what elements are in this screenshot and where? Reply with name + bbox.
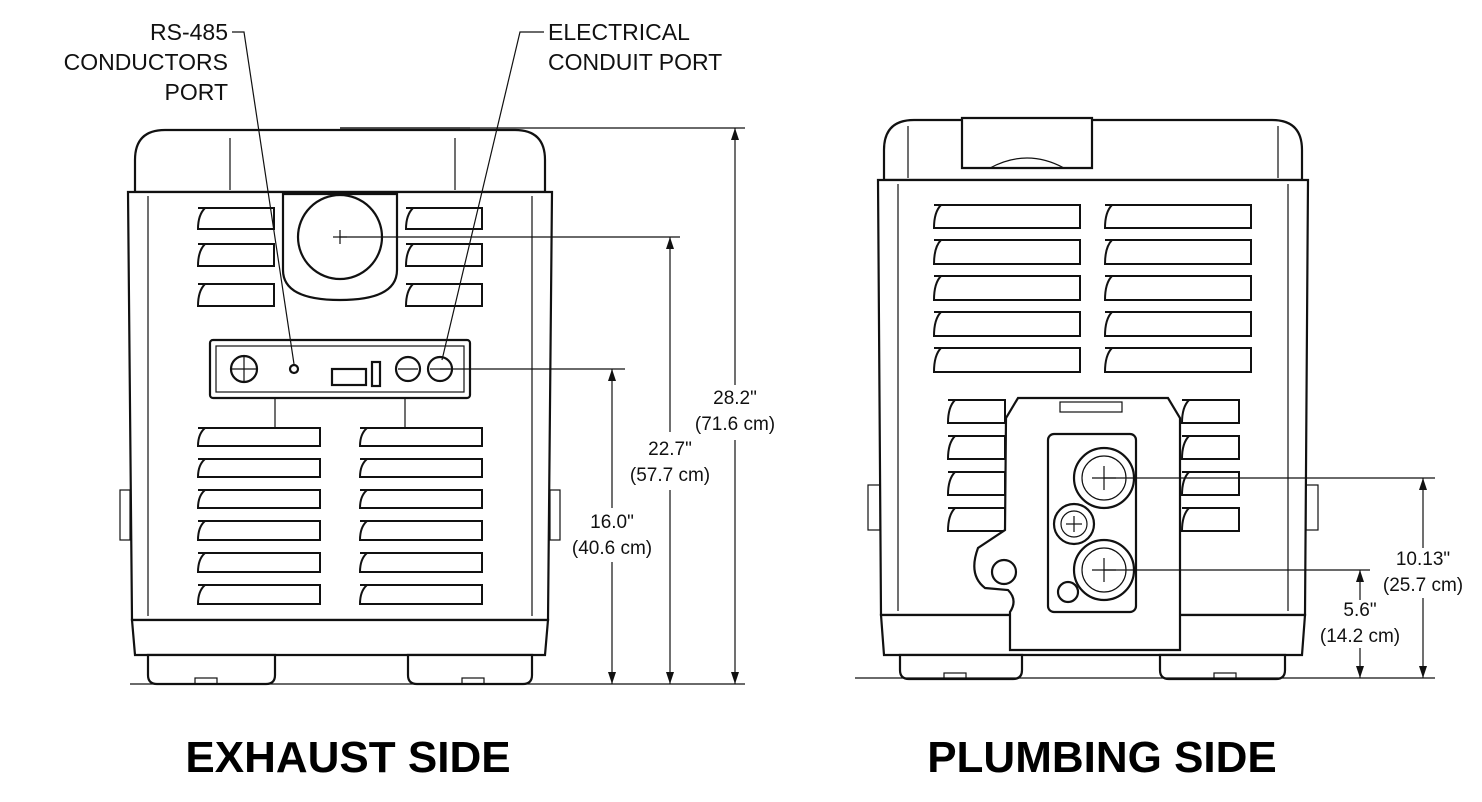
exhaust-top-cover bbox=[133, 128, 547, 194]
exhaust-dimension-lines bbox=[130, 127, 745, 685]
exhaust-foot-left bbox=[146, 653, 277, 686]
dim-overall-in: 28.2" bbox=[713, 388, 757, 409]
dim-outlet-cm: (14.2 cm) bbox=[1320, 626, 1400, 647]
dim-overall-cm: (71.6 cm) bbox=[695, 414, 775, 435]
plumbing-foot-left bbox=[898, 653, 1024, 681]
plumbing-side-caption: PLUMBING SIDE bbox=[927, 733, 1277, 782]
rs485-port bbox=[288, 363, 300, 375]
plumbing-foot-right bbox=[1158, 653, 1287, 681]
exhaust-foot-right bbox=[406, 653, 534, 686]
dim-panel-cm: (40.6 cm) bbox=[572, 538, 652, 559]
dim-inlet-in: 10.13" bbox=[1396, 549, 1450, 570]
rs485-label-line2: CONDUCTORS bbox=[64, 49, 228, 75]
plumbing-top-hatch bbox=[960, 116, 1094, 170]
small-fitting bbox=[1056, 580, 1080, 604]
dim-panel-in: 16.0" bbox=[590, 512, 634, 533]
electrical-leader bbox=[441, 31, 544, 361]
plumbing-dimension-lines bbox=[855, 477, 1435, 679]
rs485-label-line1: RS-485 bbox=[150, 19, 228, 45]
switch bbox=[370, 360, 382, 388]
rs485-label-line3: PORT bbox=[165, 79, 228, 105]
dim-inlet-cm: (25.7 cm) bbox=[1383, 575, 1463, 596]
dim-outlet-in: 5.6" bbox=[1343, 600, 1376, 621]
dim-exhaust-cm: (57.7 cm) bbox=[630, 465, 710, 486]
drain-port bbox=[990, 558, 1018, 586]
plumbing-upper-vents bbox=[932, 204, 1252, 373]
dim-exhaust-in: 22.7" bbox=[648, 439, 692, 460]
exhaust-lower-vents bbox=[196, 427, 483, 605]
display-window bbox=[330, 367, 368, 387]
plumbing-side-view bbox=[855, 116, 1435, 681]
electrical-label-line2: CONDUIT PORT bbox=[548, 49, 722, 75]
exhaust-side-caption: EXHAUST SIDE bbox=[185, 733, 510, 782]
exhaust-base bbox=[130, 618, 550, 657]
electrical-label-line1: ELECTRICAL bbox=[548, 19, 690, 45]
rs485-leader bbox=[232, 31, 295, 365]
exhaust-side-view bbox=[119, 31, 745, 686]
exhaust-upper-vents bbox=[196, 207, 483, 307]
